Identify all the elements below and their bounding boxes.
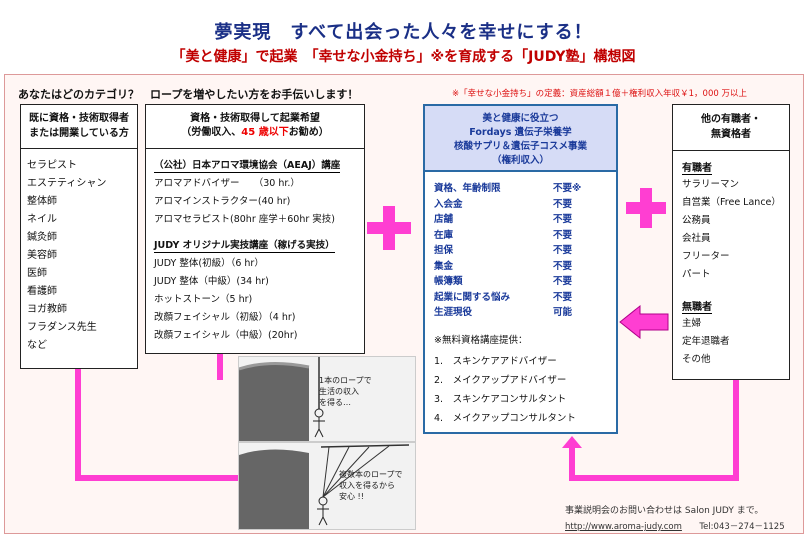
cliff-ropes-icon (239, 444, 410, 529)
box1-heading-2: または開業している方 (29, 128, 129, 139)
plus-icon-2-v (640, 188, 652, 228)
requirement-row: 帳簿類不要 (434, 276, 573, 287)
image2-caption: 複数本のロープで (339, 470, 403, 479)
connector-box4 (569, 380, 739, 481)
image2-caption: 収入を得るから (339, 481, 395, 490)
box3-heading-2: Fordays 遺伝子栄養学 (469, 127, 572, 138)
requirement-row: 担保不要 (434, 245, 573, 256)
box-startup-hopeful: 資格・技術取得して起業希望 （労働収入、45 歳以下お勧め） （公社）日本アロマ… (145, 104, 365, 354)
box4-heading-2: 無資格者 (711, 129, 751, 140)
list-item: 整体師 (27, 196, 57, 207)
list-item: パート (682, 269, 711, 280)
list-item: JUDY 整体（中級）(34 hr) (154, 276, 269, 287)
section-judy: JUDY オリジナル実技講座（稼げる実技） (154, 240, 335, 253)
website-link[interactable]: http://www.aroma-judy.com (565, 522, 682, 532)
list-item: エステティシャン (27, 178, 107, 189)
box-employed-unqualified: 他の有職者・ 無資格者 有職者 サラリーマン 自営業（Free Lance） 公… (672, 104, 790, 380)
image1-caption: 1本のロープで (319, 376, 372, 385)
list-item: 主婦 (682, 318, 702, 329)
list-item: 定年退職者 (682, 336, 730, 347)
list-item: フリーター (682, 251, 730, 262)
image1-caption: 生活の収入 (319, 387, 359, 396)
list-item: 4. メイクアップコンサルタント (434, 412, 576, 424)
image1-caption: を得る… (319, 398, 351, 407)
free-course-label: ※無料資格講座提供： (434, 334, 528, 346)
category-question: あなたはどのカテゴリ？ ロープを増やしたい方をお手伝いします！ (18, 88, 359, 101)
list-item: アロマアドバイザー （30 hr.） (154, 178, 300, 189)
requirement-row: 資格、年齢制限不要※ (434, 183, 582, 194)
list-item: サラリーマン (682, 179, 740, 190)
list-item: 美容師 (27, 250, 57, 261)
list-item: 3. スキンケアコンサルタント (434, 393, 567, 405)
list-item: 2. メイクアップアドバイザー (434, 374, 567, 386)
list-item: ヨガ教師 (27, 304, 67, 315)
definition-note: ※「幸せな小金持ち」の定義：資産総額１億＋権利収入年収￥1，000 万以上 (452, 89, 747, 99)
requirement-row: 起業に関する悩み不要 (434, 291, 573, 303)
page-subtitle: 「美と健康」で起業 「幸せな小金持ち」※を育成する「JUDY塾」構想図 (171, 49, 636, 65)
box2-heading-1: 資格・技術取得して起業希望 (190, 113, 320, 124)
list-item: その他 (682, 354, 711, 365)
list-item: JUDY 整体(初級）（6 hr） (154, 258, 264, 269)
requirement-row: 在庫不要 (434, 229, 573, 241)
list-item: 医師 (27, 268, 47, 279)
plus-icon-1-v (383, 206, 395, 250)
multiple-rope-illustration: 複数本のロープで 収入を得るから 安心 !! (238, 442, 416, 530)
footer-contact: 事業説明会のお問い合わせは Salon JUDY まで。 (565, 506, 764, 516)
list-item: 改顔フェイシャル（初級）（4 hr) (154, 312, 296, 323)
cliff-icon (239, 357, 325, 441)
box3-heading-1: 美と健康に役立つ (482, 113, 559, 124)
box-qualified: 既に資格・技術取得者 または開業している方 セラピスト エステティシャン 整体師… (20, 104, 138, 369)
list-item: フラダンス先生 (27, 322, 97, 333)
requirement-row: 集金不要 (434, 260, 573, 272)
requirement-row: 生涯現役可能 (434, 307, 573, 318)
list-item: 1. スキンケアアドバイザー (434, 355, 557, 367)
box2-heading-2: （労働収入、45 歳以下お勧め） (181, 127, 329, 138)
list-item: 会社員 (682, 233, 711, 244)
category-unemployed: 無職者 (682, 302, 712, 314)
box3-heading-3: 核酸サプリ＆遺伝子コスメ事業 (453, 141, 587, 152)
image2-caption: 安心 !! (339, 492, 364, 501)
list-item: ネイル (27, 214, 57, 225)
arrow-up-right (562, 436, 582, 448)
single-rope-illustration: 1本のロープで 生活の収入 を得る… (238, 356, 416, 442)
box-fordays-business: 美と健康に役立つ Fordays 遺伝子栄養学 核酸サプリ＆遺伝子コスメ事業 （… (423, 104, 618, 434)
list-item: アロマインストラクター(40 hr) (154, 196, 291, 207)
section-aeaj: （公社）日本アロマ環境協会（AEAJ）講座 (154, 160, 341, 173)
footer-links: http://www.aroma-judy.com Tel:043－274－11… (565, 520, 785, 532)
list-item: 改顔フェイシャル（中級）(20hr) (154, 330, 298, 341)
list-item: セラピスト (27, 160, 77, 171)
category-employed: 有職者 (682, 163, 712, 175)
box4-heading-1: 他の有職者・ (701, 114, 761, 125)
arrow-left-icon (619, 304, 669, 340)
list-item: 鍼灸師 (27, 232, 57, 243)
list-item: アロマセラピスト(80hr 座学＋60hr 実技) (154, 214, 335, 225)
list-item: 看護師 (27, 286, 57, 297)
list-item: など (27, 340, 47, 351)
box3-heading-4: （権利収入） (491, 155, 549, 166)
requirement-row: 入会金不要 (434, 198, 573, 210)
list-item: ホットストーン（5 hr) (154, 294, 253, 305)
list-item: 公務員 (682, 215, 711, 226)
box1-heading-1: 既に資格・技術取得者 (29, 113, 129, 124)
list-item: 自営業（Free Lance） (682, 197, 781, 208)
requirement-row: 店舗不要 (434, 214, 573, 225)
phone-number: Tel:043－274－1125 (699, 522, 785, 532)
page-title: 夢実現 すべて出会った人々を幸せにする！ (214, 22, 593, 43)
